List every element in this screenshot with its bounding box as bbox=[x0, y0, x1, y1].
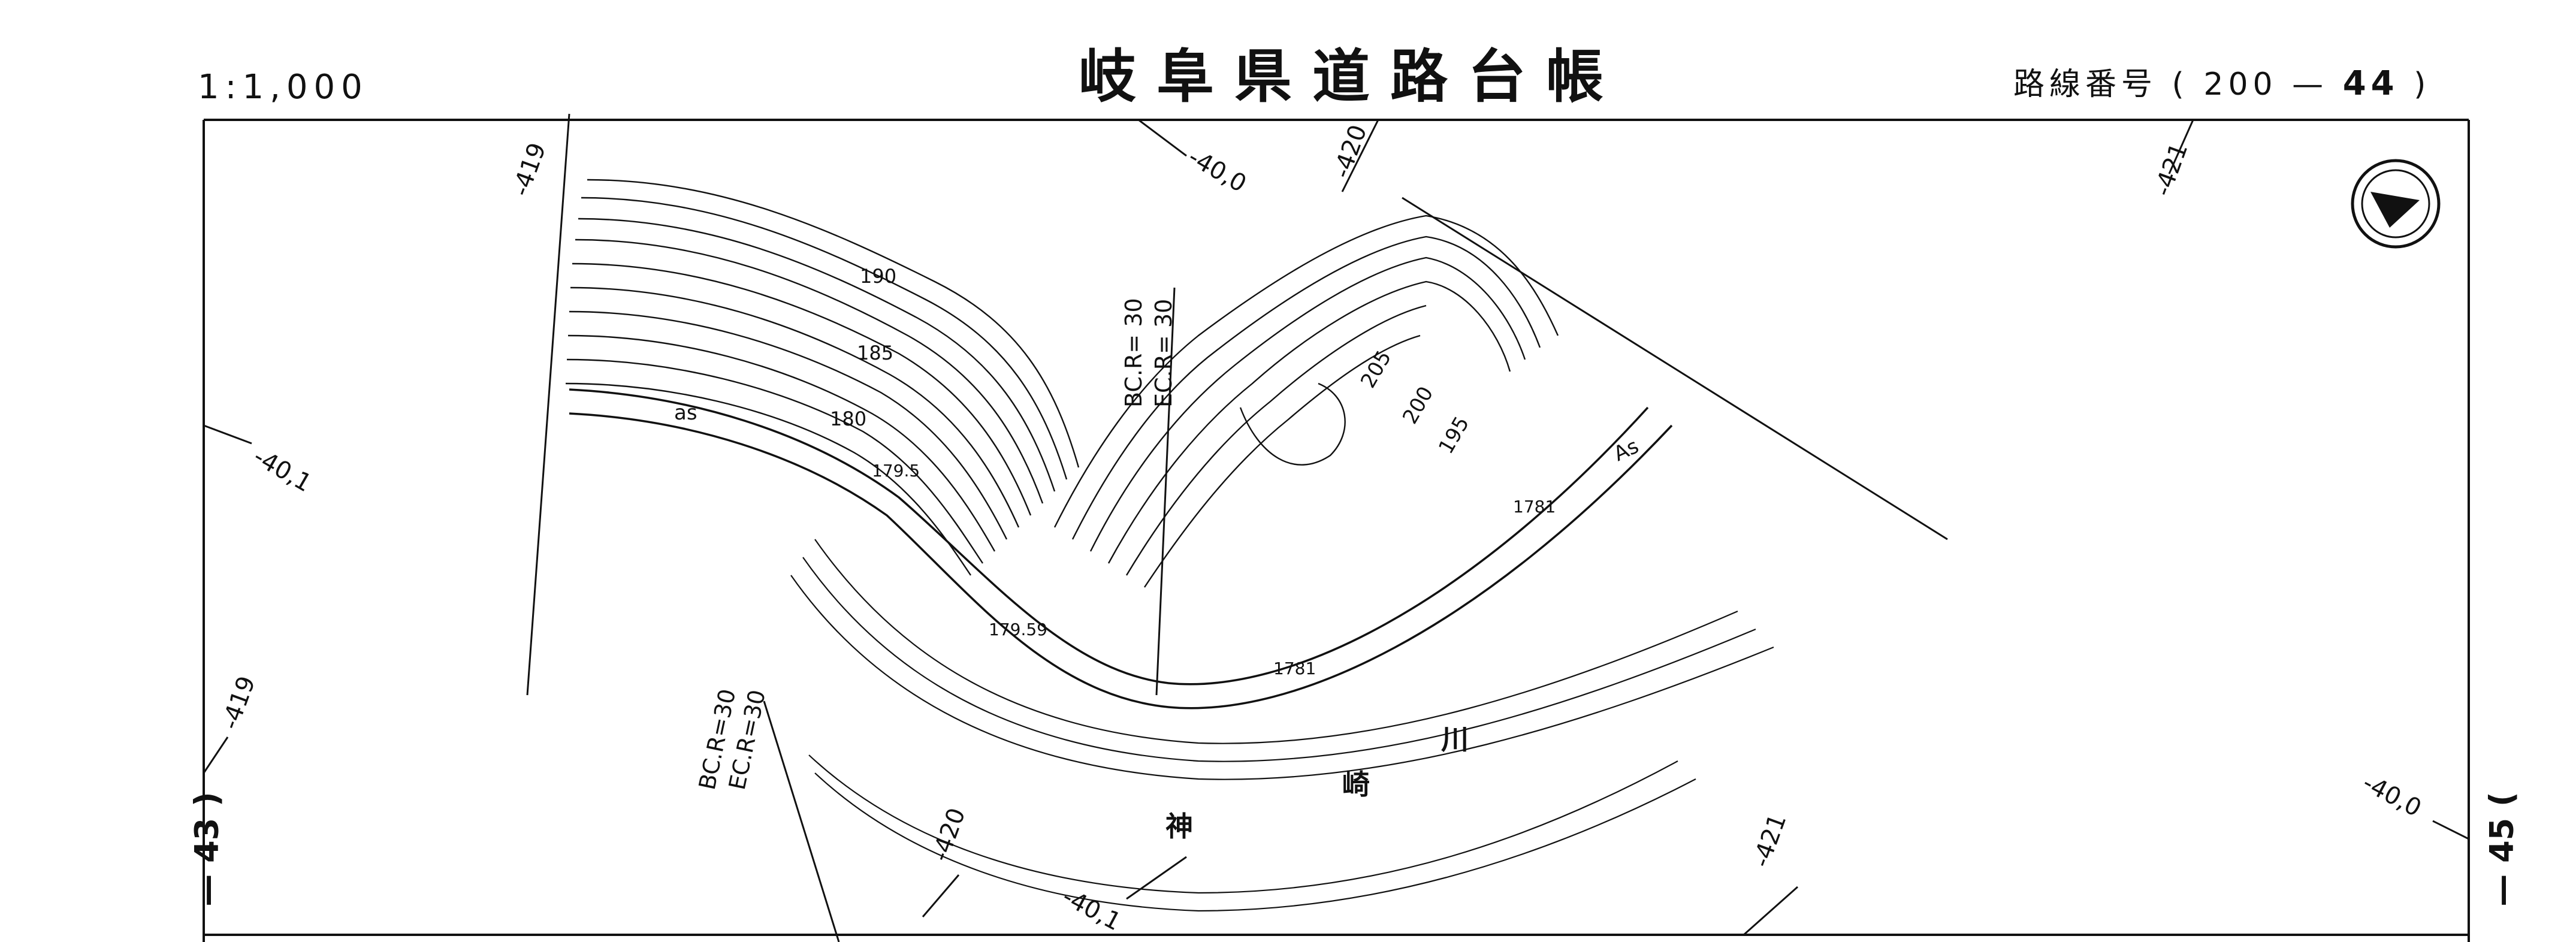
route-close: ) bbox=[2414, 67, 2431, 102]
grid-lines bbox=[203, 113, 2469, 942]
route-dash: — bbox=[2292, 67, 2329, 102]
spot-height: 1781 bbox=[1273, 659, 1316, 678]
grid-label: -421 bbox=[1747, 810, 1792, 871]
route-number: 路線番号 ( 200 — 44 ) bbox=[2013, 67, 2430, 101]
grid-label: -40,0 bbox=[2358, 769, 2426, 822]
grid-label: -40,1 bbox=[249, 443, 316, 498]
route-prefix: 路線番号 bbox=[2013, 67, 2158, 102]
map-title: 岐阜県道路台帳 bbox=[1079, 43, 1624, 110]
grid-label: -420 bbox=[926, 804, 971, 865]
spot-height: 179.59 bbox=[989, 620, 1047, 639]
contour-label: 185 bbox=[857, 342, 893, 364]
river-bank-contours bbox=[790, 539, 1774, 912]
grid-label: -420 bbox=[1328, 121, 1372, 182]
contour-label: 180 bbox=[830, 407, 866, 430]
north-arrow-icon bbox=[2351, 159, 2441, 249]
river-name-char: 川 bbox=[1441, 723, 1469, 756]
road-centerline bbox=[569, 388, 1673, 709]
contour-label: 190 bbox=[860, 265, 896, 288]
surface-label: as bbox=[674, 401, 697, 425]
grid-label: -40,0 bbox=[1183, 143, 1251, 198]
contour-lines bbox=[565, 179, 1559, 588]
grid-label: -421 bbox=[2149, 139, 2193, 200]
spot-height: 179.5 bbox=[872, 461, 920, 481]
route-sheet: 44 bbox=[2342, 64, 2399, 103]
grid-label: -419 bbox=[507, 139, 551, 200]
river-name-char: 崎 bbox=[1342, 768, 1370, 801]
curve-label: BC.R= 30 bbox=[1121, 298, 1147, 407]
contour-label: 205 bbox=[1356, 346, 1396, 392]
curve-label: EC.R= 30 bbox=[1150, 299, 1177, 407]
contour-label: 200 bbox=[1398, 382, 1438, 428]
spot-height: 1781 bbox=[1513, 497, 1556, 517]
map-frame bbox=[203, 119, 2470, 942]
map-scale: 1:1,000 bbox=[198, 68, 369, 107]
route-code: 200 bbox=[2203, 67, 2278, 102]
grid-label: -40,1 bbox=[1058, 883, 1125, 936]
grid-label: -419 bbox=[216, 672, 261, 733]
river-name-char: 神 bbox=[1165, 810, 1193, 843]
contour-label: 195 bbox=[1434, 412, 1474, 458]
route-open: ( bbox=[2172, 67, 2189, 102]
